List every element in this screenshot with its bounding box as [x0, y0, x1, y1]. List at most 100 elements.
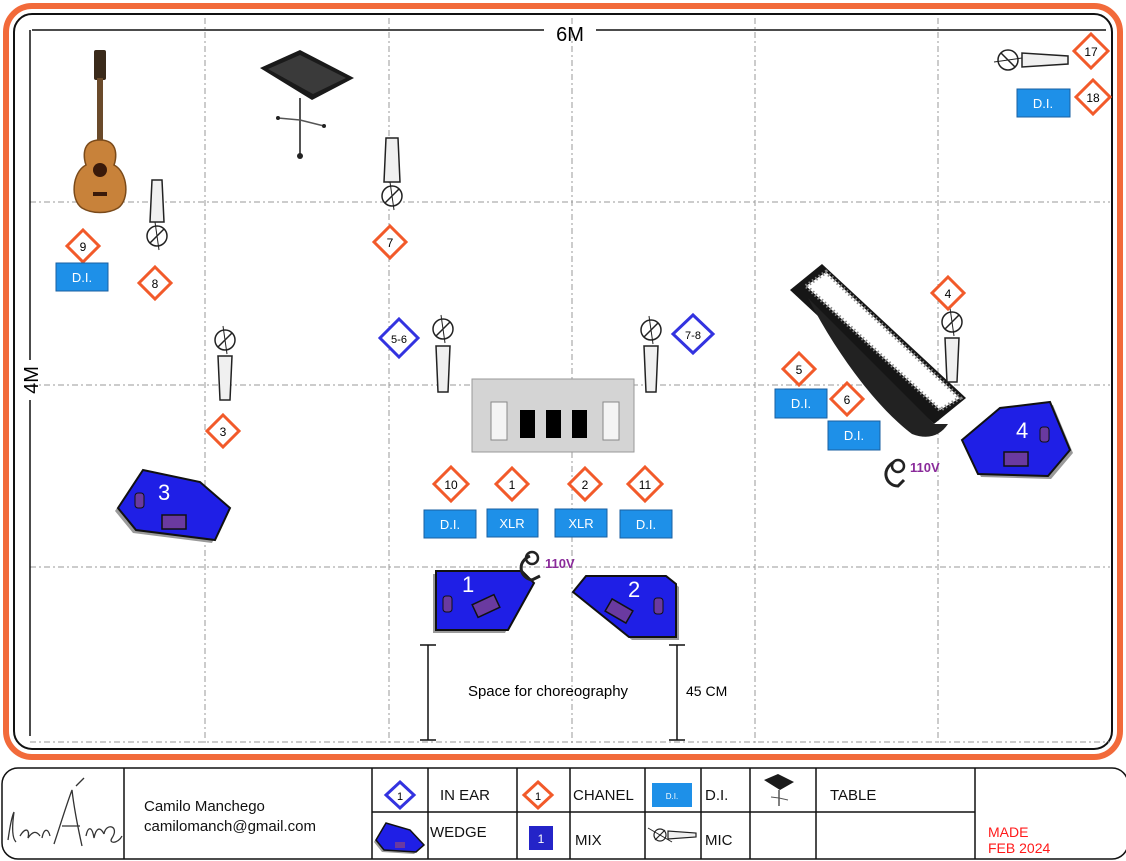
svg-text:9: 9 [80, 240, 87, 254]
svg-text:1: 1 [535, 791, 541, 803]
svg-text:D.I.: D.I. [844, 428, 864, 443]
power-plug-icon: 110V [884, 458, 940, 488]
legend-frame [1, 767, 1126, 860]
svg-text:3: 3 [220, 425, 227, 439]
wedge-legend-label: WEDGE [430, 824, 487, 841]
legend-panel: Camilo Manchego camilomanch@gmail.com IN… [0, 768, 1126, 861]
svg-text:1: 1 [538, 832, 545, 846]
svg-text:8: 8 [152, 277, 159, 291]
author-email: camilomanch@gmail.com [144, 818, 316, 835]
svg-text:1: 1 [462, 572, 474, 597]
in-ear-legend-icon: 1 [383, 779, 417, 811]
di-legend-icon: D.I. [652, 783, 692, 807]
svg-text:10: 10 [444, 478, 458, 492]
channel-marker: 6 [828, 380, 866, 418]
distance-label: 45 CM [686, 683, 727, 699]
svg-text:6: 6 [844, 393, 851, 407]
channel-marker: 4 [929, 274, 967, 312]
di-box: D.I. [827, 420, 881, 451]
in-ear-marker: 5-6 [377, 316, 421, 360]
channel-marker: 7 [371, 223, 409, 261]
stage-frame-inner [13, 13, 1113, 750]
made-date-line2: FEB 2024 [988, 840, 1051, 856]
mic-icon [941, 307, 963, 383]
channel-marker: 17 [1071, 31, 1111, 71]
svg-text:XLR: XLR [568, 516, 593, 531]
svg-text:11: 11 [639, 478, 652, 492]
mic-icon [993, 49, 1069, 71]
mixer-icon [471, 378, 635, 453]
channel-marker: 11 [625, 464, 665, 504]
choreography-label: Space for choreography [468, 683, 629, 700]
svg-text:D.I.: D.I. [440, 517, 460, 532]
channel-marker: 1 [493, 465, 531, 503]
svg-text:D.I.: D.I. [72, 270, 92, 285]
author-name: Camilo Manchego [144, 798, 265, 815]
mix-legend-icon: 1 [529, 826, 553, 850]
stage-frame-outer [3, 3, 1123, 760]
wedge-monitor: 1 [433, 570, 536, 633]
width-label: 6M [556, 24, 584, 46]
channel-legend-icon: 1 [521, 779, 555, 811]
mix-legend-label: MIX [575, 832, 602, 849]
table-legend-icon [764, 774, 794, 806]
svg-text:D.I.: D.I. [666, 792, 678, 801]
svg-text:110V: 110V [545, 556, 575, 571]
svg-text:D.I.: D.I. [791, 396, 811, 411]
wedge-legend-icon [374, 822, 426, 854]
di-box: D.I. [1016, 88, 1071, 118]
wedge-monitor: 3 [115, 468, 232, 543]
svg-text:2: 2 [582, 478, 589, 492]
choreography-space [420, 644, 685, 741]
svg-text:7-8: 7-8 [685, 330, 701, 342]
mic-legend-label: MIC [705, 832, 733, 849]
guitar-icon [73, 50, 127, 214]
channel-marker: 2 [566, 465, 604, 503]
table-icon [260, 50, 354, 159]
mic-icon [146, 179, 168, 251]
svg-text:110V: 110V [910, 460, 940, 475]
signature-logo [7, 777, 123, 847]
channel-marker: 10 [431, 464, 471, 504]
svg-text:3: 3 [158, 480, 170, 505]
in-ear-marker: 7-8 [670, 312, 716, 356]
svg-text:18: 18 [1086, 91, 1100, 105]
mic-icon [214, 325, 236, 401]
svg-text:2: 2 [628, 577, 640, 602]
di-box: D.I. [774, 388, 828, 419]
svg-text:1: 1 [509, 478, 516, 492]
svg-text:D.I.: D.I. [636, 517, 656, 532]
channel-marker: 9 [64, 227, 102, 265]
channel-marker: 3 [204, 412, 242, 450]
mic-legend-icon [647, 827, 697, 843]
di-box: D.I. [423, 509, 477, 539]
power-plug-icon: 110V [519, 550, 575, 582]
svg-text:XLR: XLR [499, 516, 524, 531]
svg-text:7: 7 [387, 236, 394, 250]
svg-text:17: 17 [1084, 45, 1098, 59]
xlr-box: XLR [486, 508, 539, 538]
svg-text:D.I.: D.I. [1033, 96, 1053, 111]
svg-text:5-6: 5-6 [391, 334, 407, 346]
table-legend-label: TABLE [830, 787, 877, 804]
wedge-monitor: 2 [571, 575, 679, 640]
di-legend-label: D.I. [705, 787, 729, 804]
svg-text:4: 4 [945, 287, 952, 301]
svg-text:5: 5 [796, 363, 803, 377]
mic-icon [381, 137, 403, 211]
channel-marker: 18 [1073, 77, 1113, 117]
mic-icon [640, 315, 662, 393]
made-date-line1: MADE [988, 824, 1029, 840]
height-label: 4M [21, 366, 43, 394]
channel-marker: 8 [136, 264, 174, 302]
xlr-box: XLR [554, 508, 608, 538]
in-ear-legend-label: IN EAR [440, 787, 491, 804]
channel-marker: 5 [780, 350, 818, 388]
svg-text:4: 4 [1016, 418, 1028, 443]
wedge-monitor: 4 [960, 400, 1073, 479]
keyboard-icon [790, 264, 966, 437]
di-box: D.I. [619, 509, 673, 539]
channel-legend-label: CHANEL [573, 787, 634, 804]
di-box: D.I. [55, 262, 109, 292]
